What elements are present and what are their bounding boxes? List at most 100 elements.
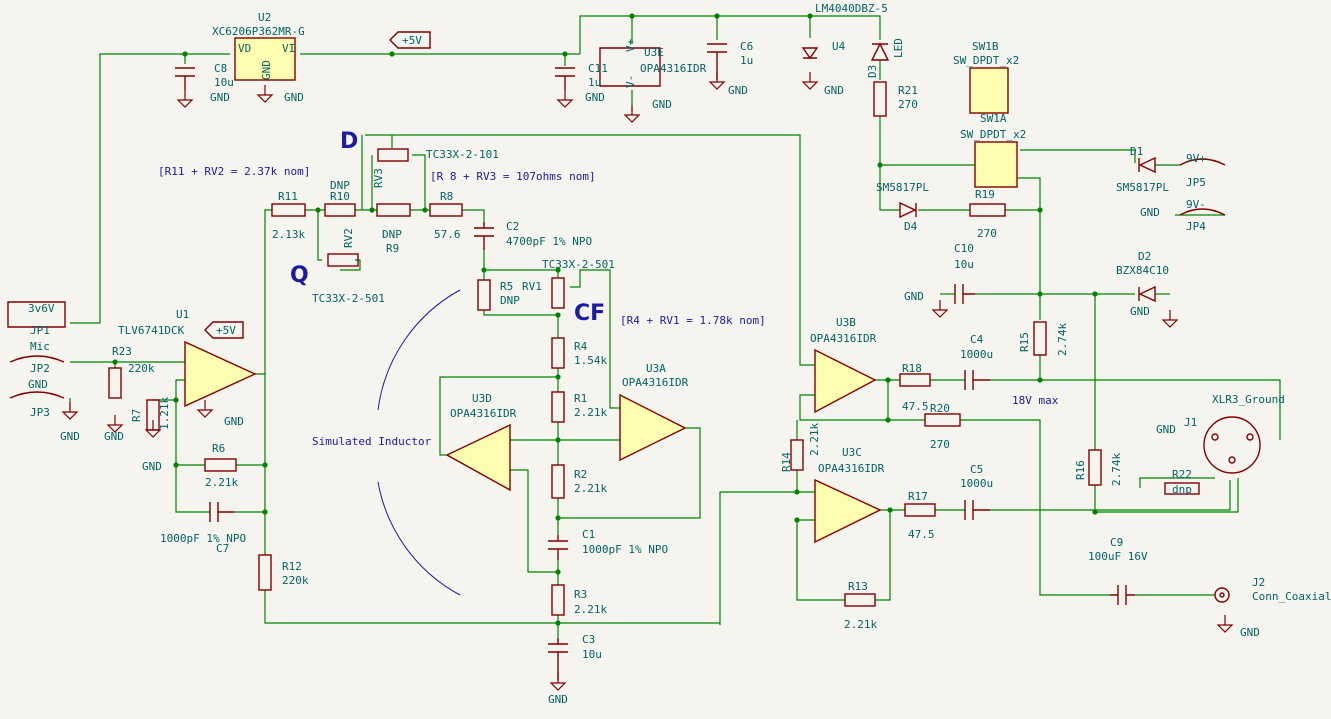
label-gnd: GND — [104, 430, 124, 443]
capacitors[interactable] — [175, 43, 1135, 680]
label-u3b-val: OPA4316IDR — [810, 332, 877, 345]
label-gnd: GND — [585, 91, 605, 104]
connectors[interactable] — [1203, 416, 1261, 603]
label-c6-ref: C6 — [740, 40, 753, 53]
label-gnd: GND — [224, 415, 244, 428]
label-u3c-ref: U3C — [842, 446, 862, 459]
label-vminus: V- — [624, 75, 637, 88]
ground-icon — [1161, 310, 1179, 328]
label-jp2: JP2 — [30, 362, 50, 375]
label-rv3-val: TC33X-2-101 — [426, 148, 499, 161]
label-mic: Mic — [30, 340, 50, 353]
label-D: D — [340, 129, 358, 154]
label-u1-val: TLV6741DCK — [118, 324, 185, 337]
label-c7-ref: C7 — [216, 542, 229, 555]
label-note1: [R11 + RV2 = 2.37k nom] — [158, 165, 310, 178]
resistors[interactable] — [108, 81, 1200, 616]
label-gnd: GND — [548, 693, 568, 706]
label-sw1a-ref: SW1A — [980, 112, 1007, 125]
label-v9p: 9V+ — [1186, 152, 1206, 165]
label-c10-ref: C10 — [954, 242, 974, 255]
simulated-inductor-arcs — [377, 289, 461, 596]
label-gnd: GND — [652, 98, 672, 111]
ground-icon — [549, 673, 567, 691]
label-c1-ref: C1 — [582, 528, 595, 541]
ground-icon — [256, 85, 274, 103]
label-u3b-ref: U3B — [836, 316, 856, 329]
label-dnp: DNP — [500, 294, 520, 307]
opamps[interactable] — [184, 47, 882, 544]
ground-icon — [144, 420, 162, 438]
label-u1-ref: U1 — [176, 308, 189, 321]
label-gnd: GND — [1130, 305, 1150, 318]
label-gnd: GND — [210, 91, 230, 104]
label-u3e-ref: U3E — [644, 46, 664, 59]
label-gnd: GND — [824, 84, 844, 97]
ground-icon — [176, 90, 194, 108]
label-r22-val: dnp — [1172, 483, 1192, 496]
label-u2-gnd: GND — [260, 60, 273, 80]
label-c3-ref: C3 — [582, 633, 595, 646]
label-rv2-val: TC33X-2-501 — [312, 292, 385, 305]
label-gnd: GND — [728, 84, 748, 97]
label-rv1-ref: RV1 — [522, 280, 542, 293]
label-r1-val: 2.21k — [574, 406, 607, 419]
ground-icon — [61, 402, 79, 420]
ground-icon — [106, 415, 124, 433]
label-Q: Q — [290, 263, 309, 288]
label-u4-val: LM4040DBZ-5 — [815, 2, 888, 15]
label-r7-ref: R7 — [130, 409, 143, 422]
label-u3a-ref: U3A — [646, 362, 666, 375]
diodes[interactable] — [801, 42, 1156, 303]
label-gnd: GND — [142, 460, 162, 473]
label-c7-val: 1000pF 1% NPO — [160, 532, 246, 545]
label-dnp: DNP — [382, 228, 402, 241]
switches[interactable] — [969, 67, 1018, 188]
label-jp4: JP4 — [1186, 220, 1206, 233]
label-r21-ref: R21 — [898, 84, 918, 97]
label-r8-ref: R8 — [440, 190, 453, 203]
ground-icon — [196, 400, 214, 418]
label-p5v: +5V — [216, 324, 236, 337]
label-u2-ref: U2 — [258, 11, 271, 24]
label-u3c-val: OPA4316IDR — [818, 462, 885, 475]
label-gnd: GND — [60, 430, 80, 443]
label-xlr-ref: XLR3_Ground — [1212, 393, 1285, 406]
label-sw1a-val: SW_DPDT_x2 — [960, 128, 1026, 141]
u2-regulator[interactable] — [234, 37, 296, 81]
label-c8-val: 10u — [214, 76, 234, 89]
label-rv3-ref: RV3 — [372, 168, 385, 188]
label-r3-ref: R3 — [574, 588, 587, 601]
label-r10-ref: R10 — [330, 190, 350, 203]
label-r6-ref: R6 — [212, 442, 225, 455]
label-c5-ref: C5 — [970, 463, 983, 476]
label-c9-ref: C9 — [1110, 536, 1123, 549]
label-r14-ref: R14 — [780, 452, 793, 472]
ground-symbols — [61, 72, 1234, 691]
label-r3-val: 2.21k — [574, 603, 607, 616]
label-r21-val: 270 — [898, 98, 918, 111]
label-c11-val: 1u — [588, 76, 601, 89]
label-r11-val: 2.13k — [272, 228, 305, 241]
label-r11-ref: R11 — [278, 190, 298, 203]
label-r15-ref: R15 — [1018, 332, 1031, 352]
label-v9m: 9V- — [1186, 198, 1206, 211]
label-c5-val: 1000u — [960, 477, 993, 490]
label-r16-val: 2.74k — [1110, 453, 1123, 486]
label-jp1: JP1 — [30, 324, 50, 337]
label-j2-ref: J2 — [1252, 576, 1265, 589]
label-gnd: GND — [28, 378, 48, 391]
label-u3e-val: OPA4316IDR — [640, 62, 707, 75]
label-note2: [R 8 + RV3 = 107ohms nom] — [430, 170, 596, 183]
label-r18-ref: R18 — [902, 362, 922, 375]
ground-icon — [931, 300, 949, 318]
label-r20-ref: R20 — [930, 402, 950, 415]
label-c6-val: 1u — [740, 54, 753, 67]
label-r4-val: 1.54k — [574, 354, 607, 367]
label-CF: CF — [574, 301, 605, 326]
label-p5v: +5V — [402, 34, 422, 47]
jumpers[interactable] — [7, 158, 1226, 399]
label-sw1b-ref: SW1B — [972, 40, 999, 53]
